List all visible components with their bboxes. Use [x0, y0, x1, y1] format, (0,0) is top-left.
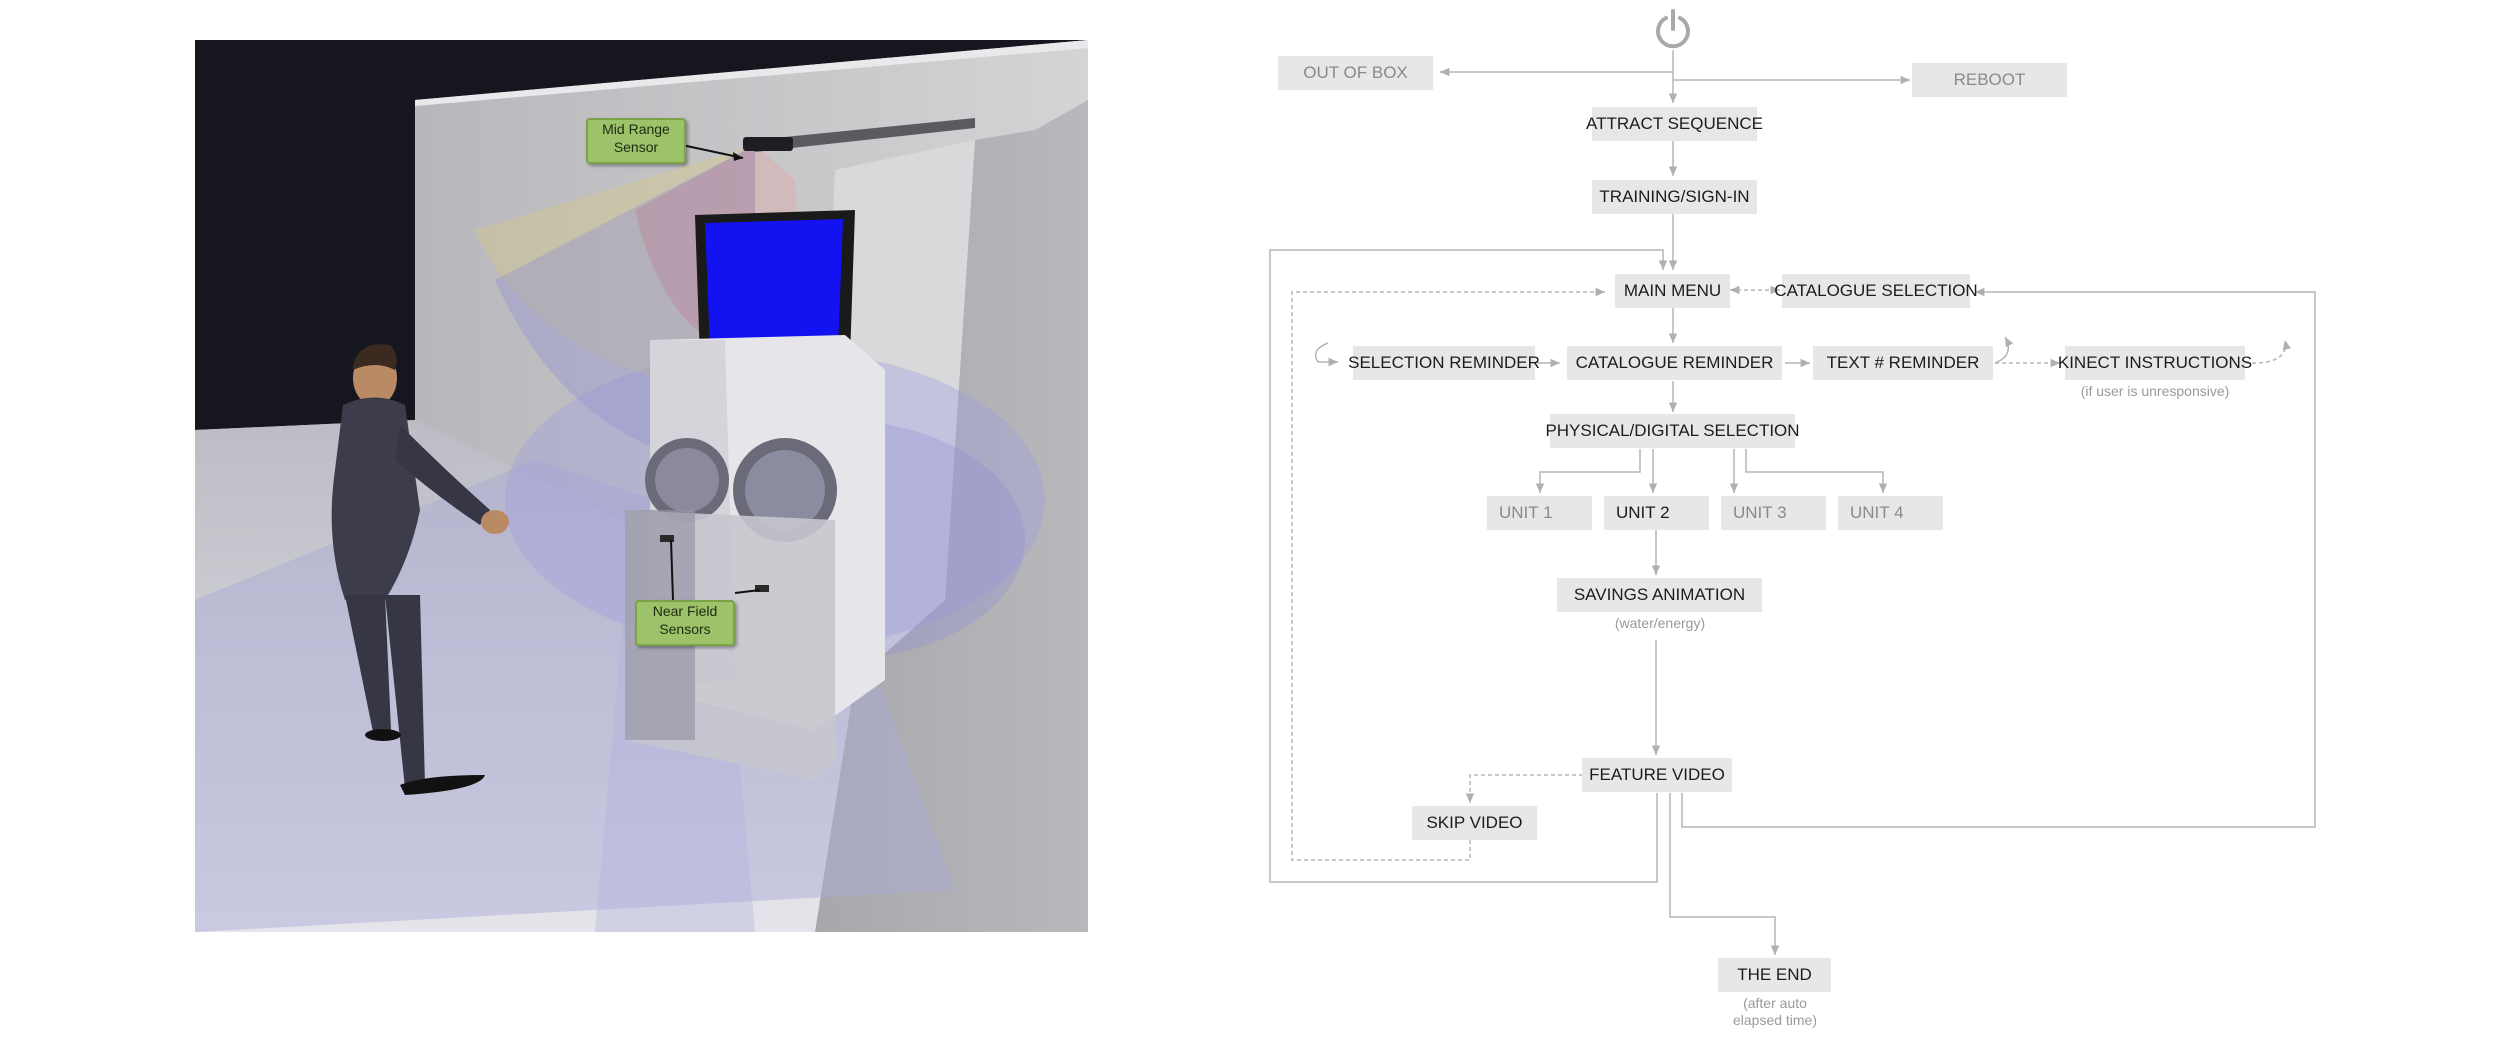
sensor-scene: Mid Range Sensor Near Field Sensors [195, 40, 1088, 932]
near-field-sensors-callout: Near Field Sensors [635, 600, 735, 646]
node-skip-video: SKIP VIDEO [1412, 806, 1537, 840]
node-feature-video: FEATURE VIDEO [1582, 758, 1732, 792]
node-the-end: THE END [1718, 958, 1831, 992]
node-catalogue-reminder: CATALOGUE REMINDER [1567, 346, 1782, 380]
node-savings-animation: SAVINGS ANIMATION [1557, 578, 1762, 612]
node-attract-sequence: ATTRACT SEQUENCE [1586, 107, 1763, 141]
savings-note: (water/energy) [1614, 615, 1706, 631]
node-catalogue-selection: CATALOGUE SELECTION [1774, 274, 1978, 308]
node-unit-4: UNIT 4 [1838, 496, 1943, 530]
node-kinect-instructions: KINECT INSTRUCTIONS [2058, 346, 2252, 380]
node-physical-digital-selection: PHYSICAL/DIGITAL SELECTION [1545, 414, 1800, 448]
node-text-reminder: TEXT # REMINDER [1813, 346, 1993, 380]
node-training-signin: TRAINING/SIGN-IN [1592, 180, 1757, 214]
flowchart-connectors [1269, 50, 2316, 955]
kiosk-flowchart: OUT OF BOX REBOOT ATTRACT SEQUENCE TRAIN… [1260, 0, 2360, 1062]
node-main-menu: MAIN MENU [1615, 274, 1730, 308]
node-unit-2: UNIT 2 [1604, 496, 1709, 530]
mid-range-sensor-callout: Mid Range Sensor [586, 118, 686, 164]
node-out-of-box: OUT OF BOX [1278, 56, 1433, 90]
person-figure [331, 344, 509, 795]
power-icon [1656, 9, 1690, 49]
kinect-note: (if user is unresponsive) [2080, 383, 2230, 399]
node-reboot: REBOOT [1912, 63, 2067, 97]
node-selection-reminder: SELECTION REMINDER [1348, 346, 1540, 380]
node-unit-1: UNIT 1 [1487, 496, 1592, 530]
node-unit-3: UNIT 3 [1721, 496, 1826, 530]
scene-render [195, 40, 1088, 932]
end-note: (after auto elapsed time) [1732, 995, 1818, 1028]
